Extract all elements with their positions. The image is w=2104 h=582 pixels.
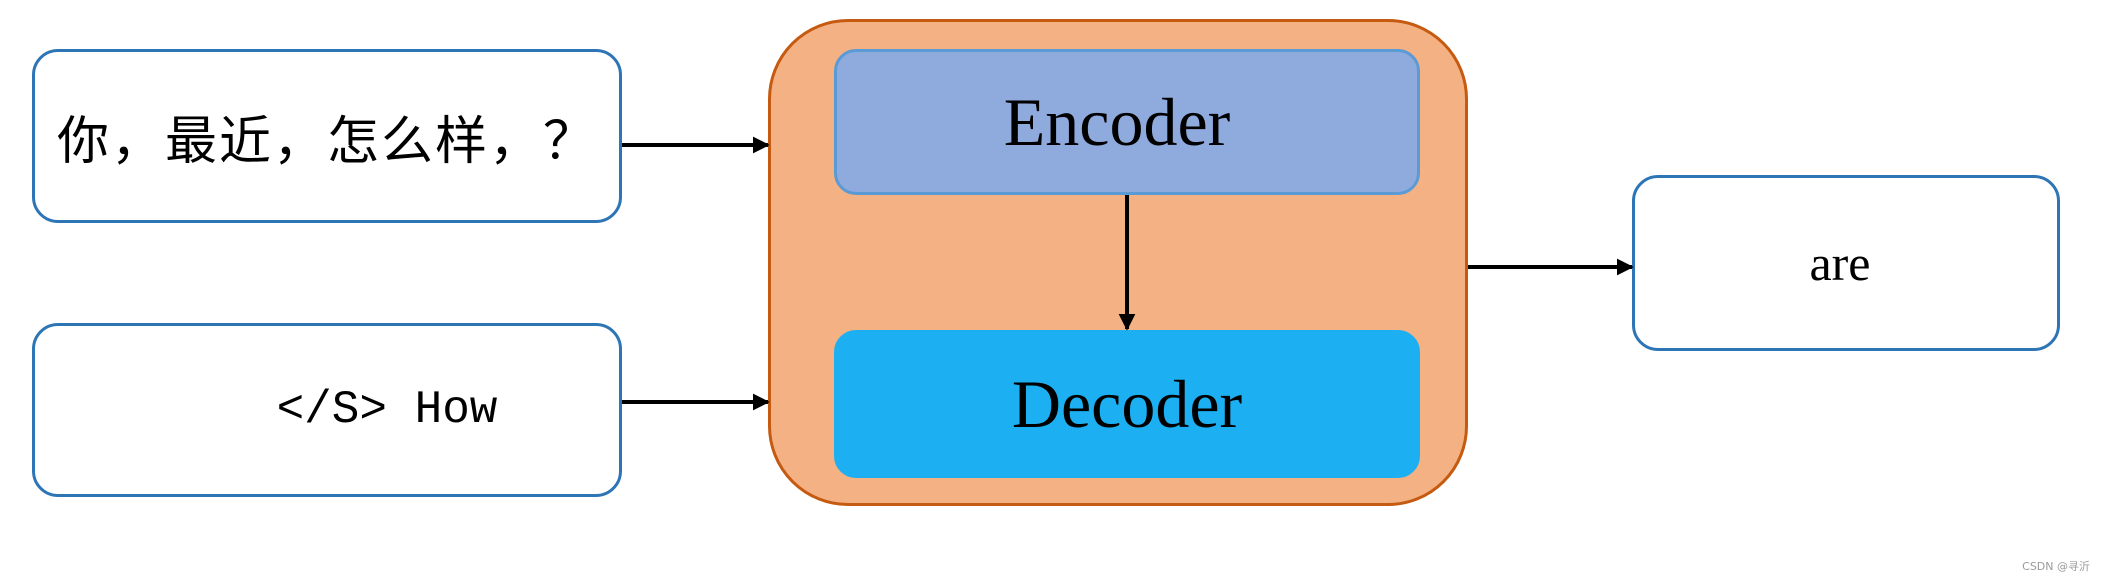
encoder-label: Encoder bbox=[1003, 83, 1231, 160]
watermark: CSDN @寻沂 bbox=[2022, 560, 2090, 573]
decoder-block: Decoder bbox=[834, 330, 1420, 478]
target-prefix-box: </S> How bbox=[32, 323, 622, 497]
decoder-label: Decoder bbox=[1011, 365, 1243, 442]
source-input-text: 你，最近，怎么样，？ bbox=[56, 111, 597, 172]
output-token-text: are bbox=[1809, 235, 1871, 291]
source-input-box: 你，最近，怎么样，？ bbox=[32, 49, 622, 223]
target-prefix-text: </S> How bbox=[276, 384, 498, 436]
encoder-block: Encoder bbox=[834, 49, 1420, 195]
